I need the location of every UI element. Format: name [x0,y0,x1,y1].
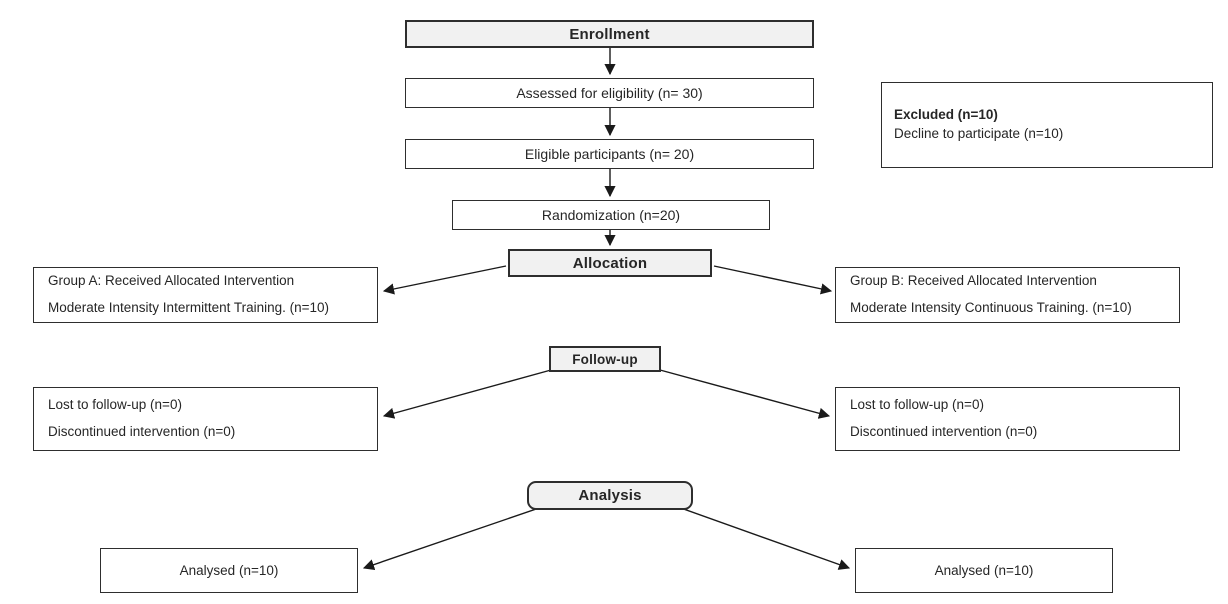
enrollment-header-label: Enrollment [569,25,650,43]
analysed-b-label: Analysed (n=10) [934,563,1034,578]
arrow-analysis-to-analysed-a [362,506,543,571]
group-b-box: Group B: Received Allocated Intervention… [835,267,1180,323]
allocation-header-box: Allocation [508,249,712,277]
excluded-reason: Decline to participate (n=10) [894,126,1064,141]
group-a-line2: Moderate Intensity Intermittent Training… [48,300,330,315]
lost-followup-b-box: Lost to follow-up (n=0) Discontinued int… [835,387,1180,451]
analysis-header-box: Analysis [527,481,693,510]
allocation-header-label: Allocation [572,254,648,272]
group-b-line1: Group B: Received Allocated Intervention [850,273,1097,289]
enrollment-header-box: Enrollment [405,20,814,48]
arrow-analysis-to-analysed-b [677,506,851,570]
group-a-line1: Group A: Received Allocated Intervention [48,273,295,289]
analysis-header-label: Analysis [578,487,642,504]
excluded-title: Excluded (n=10) [894,107,998,123]
lost-followup-a-box: Lost to follow-up (n=0) Discontinued int… [33,387,378,451]
arrow-allocation-to-group-b [713,265,833,295]
assessed-label: Assessed for eligibility (n= 30) [516,85,703,101]
group-b-line2: Moderate Intensity Continuous Training. … [850,300,1132,315]
followup-header-box: Follow-up [549,346,661,372]
analysed-b-box: Analysed (n=10) [855,548,1113,593]
excluded-box: Excluded (n=10) Decline to participate (… [881,82,1213,168]
randomization-box: Randomization (n=20) [452,200,770,230]
eligible-label: Eligible participants (n= 20) [524,146,695,162]
lost-followup-a-line1: Lost to follow-up (n=0) [48,397,182,413]
group-a-box: Group A: Received Allocated Intervention… [33,267,378,323]
analysed-a-label: Analysed (n=10) [179,563,279,578]
arrow-followup-to-lost-b [659,369,831,419]
eligible-box: Eligible participants (n= 20) [405,139,814,169]
lost-followup-a-line2: Discontinued intervention (n=0) [48,424,236,439]
lost-followup-b-line2: Discontinued intervention (n=0) [850,424,1038,439]
assessed-box: Assessed for eligibility (n= 30) [405,78,814,108]
lost-followup-b-line1: Lost to follow-up (n=0) [850,397,984,413]
followup-header-label: Follow-up [572,351,638,367]
arrow-followup-to-lost-a [382,369,552,419]
randomization-label: Randomization (n=20) [541,207,681,223]
arrow-allocation-to-group-a [382,265,507,295]
analysed-a-box: Analysed (n=10) [100,548,358,593]
